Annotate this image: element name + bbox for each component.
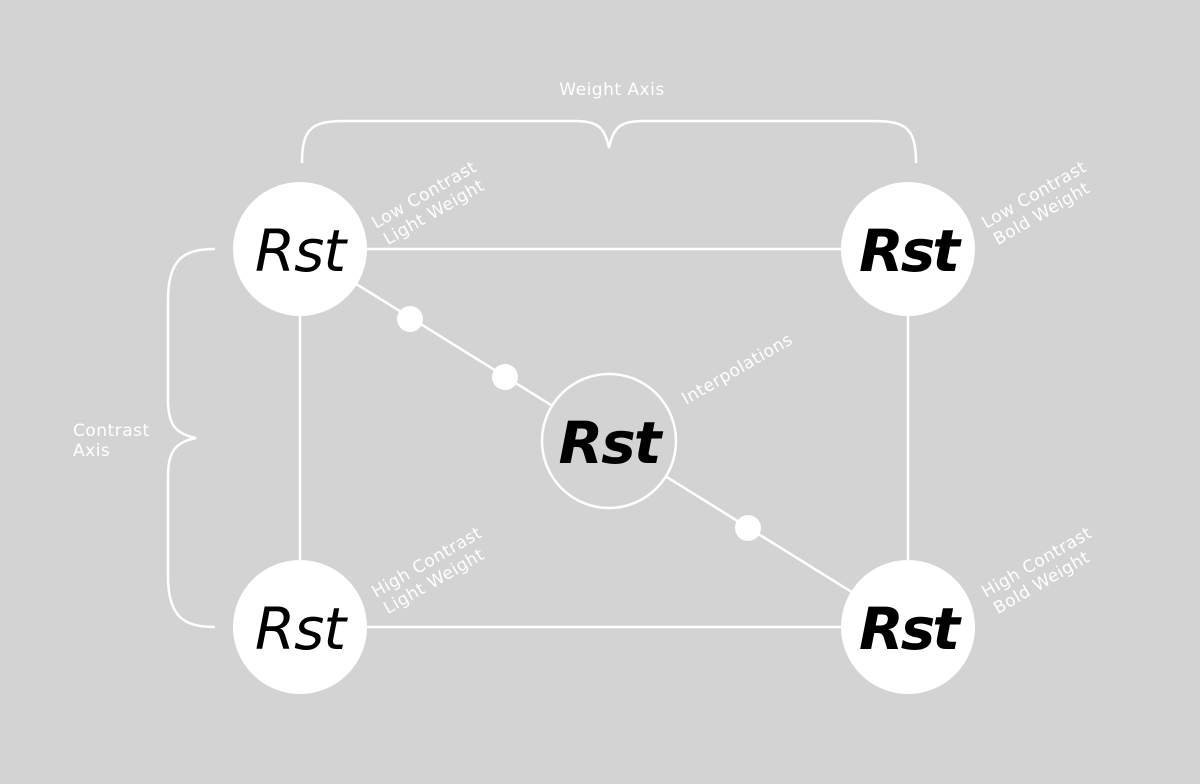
contrast-axis-brace <box>166 247 216 629</box>
glyph-low-contrast-light-weight: Rst <box>255 217 349 285</box>
node-high-contrast-light-weight <box>233 560 367 694</box>
label-low-contrast-light-weight: Low Contrast Light Weight <box>369 157 489 249</box>
interpolation-dot <box>735 515 761 541</box>
center-node <box>540 372 678 510</box>
center-glyph: Rst <box>559 409 664 477</box>
contrast-axis-label-line1: Contrast <box>73 421 150 441</box>
interpolation-dot <box>492 364 518 390</box>
node-high-contrast-bold-weight <box>841 560 975 694</box>
interpolations-label: Interpolations <box>679 330 797 410</box>
glyph-high-contrast-bold-weight: Rst <box>859 595 962 663</box>
weight-axis-label: Weight Axis <box>559 80 664 100</box>
node-low-contrast-bold-weight <box>841 182 975 316</box>
contrast-axis-label-line2: Axis <box>73 441 110 461</box>
glyph-high-contrast-light-weight: Rst <box>255 595 349 663</box>
label-low-contrast-bold-weight: Low Contrast Bold Weight <box>979 157 1094 249</box>
interpolation-dot <box>397 306 423 332</box>
label-high-contrast-light-weight: High Contrast Light Weight <box>369 523 489 618</box>
node-low-contrast-light-weight <box>233 182 367 316</box>
glyph-low-contrast-bold-weight: Rst <box>859 217 962 285</box>
weight-axis-brace <box>300 119 918 164</box>
label-high-contrast-bold-weight: High Contrast Bold Weight <box>979 523 1096 618</box>
interpolations-label-text: Interpolations <box>679 330 797 410</box>
